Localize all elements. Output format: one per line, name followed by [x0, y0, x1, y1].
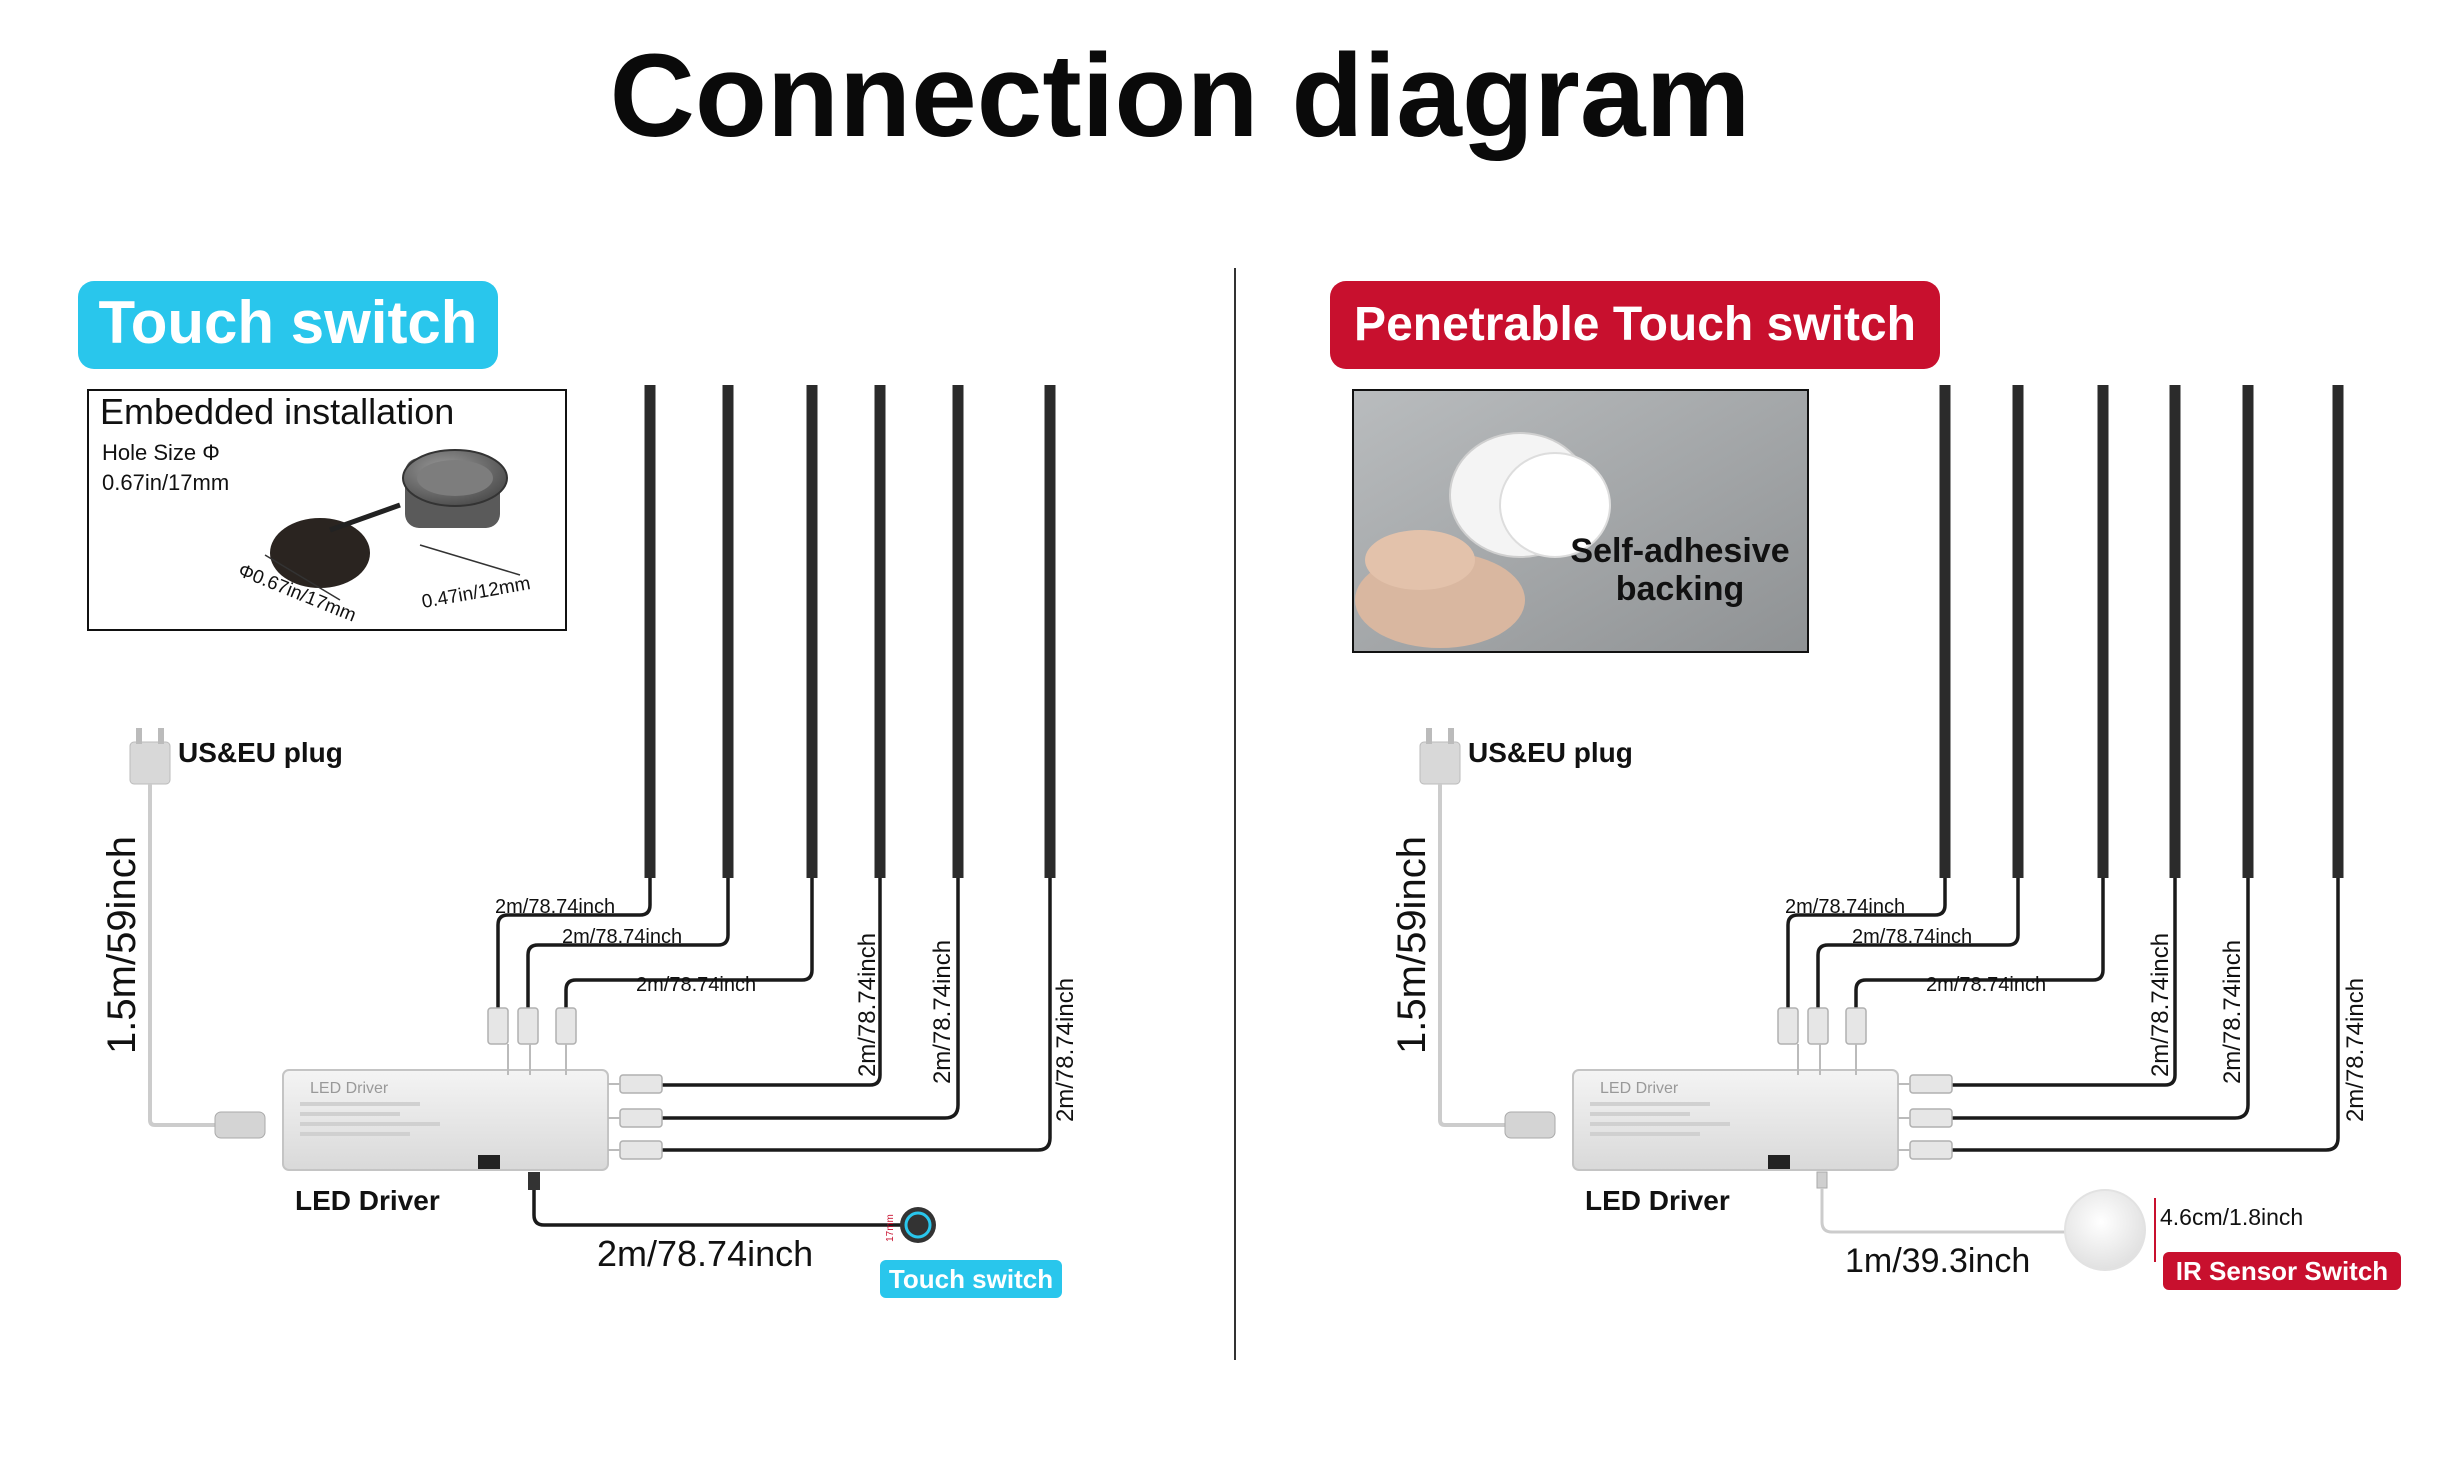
inset-title: Embedded installation	[100, 391, 454, 432]
left-switch-badge: Touch switch	[889, 1264, 1053, 1294]
plug-icon	[1419, 728, 1505, 1127]
power-connector	[214, 1111, 266, 1139]
right-power-cable-label: 1.5m/59inch	[1390, 836, 1434, 1054]
plug-icon	[129, 728, 215, 1127]
right-switch-cable-label: 1m/39.3inch	[1845, 1242, 2030, 1280]
photo-caption-line-2: backing	[1616, 570, 1744, 608]
right-cable-label-4: 2m/78.74inch	[2147, 933, 2174, 1077]
left-led-strips	[644, 385, 1056, 878]
right-led-strips	[1939, 385, 2344, 878]
left-cable-label-3: 2m/78.74inch	[636, 974, 756, 996]
right-sensor-size: 4.6cm/1.8inch	[2160, 1204, 2303, 1230]
left-power-cable-label: 1.5m/59inch	[100, 836, 144, 1054]
right-plug-label: US&EU plug	[1468, 737, 1633, 768]
right-driver-plate: LED Driver	[1600, 1080, 1679, 1097]
left-strip-cables	[496, 878, 1052, 1152]
left-cable-label-6: 2m/78.74inch	[1052, 978, 1079, 1122]
power-connector	[1504, 1111, 1556, 1139]
right-heading: Penetrable Touch switch	[1354, 298, 1916, 351]
left-plug-label: US&EU plug	[178, 737, 343, 768]
left-switch-size: 17mm	[885, 1214, 896, 1242]
left-driver-plate: LED Driver	[310, 1080, 389, 1097]
left-driver-label: LED Driver	[295, 1185, 440, 1216]
left-cable-label-1: 2m/78.74inch	[495, 896, 615, 918]
left-connectors	[487, 1007, 663, 1160]
ir-sensor-icon	[2064, 1189, 2146, 1271]
left-led-driver: LED Driver	[282, 1069, 609, 1171]
self-adhesive-photo: Self-adhesive backing	[1352, 389, 1809, 653]
right-switch-badge: IR Sensor Switch	[2176, 1256, 2388, 1286]
left-cable-label-5: 2m/78.74inch	[929, 940, 956, 1084]
touch-button-illustration	[402, 449, 508, 528]
right-led-driver: LED Driver	[1572, 1069, 1899, 1171]
hole-disc-illustration	[270, 518, 370, 588]
right-switch-cable	[1820, 1188, 2065, 1234]
right-switch-badge-bg	[2163, 1252, 2401, 1290]
inset-hole-label: Hole Size Φ	[102, 440, 220, 465]
left-switch-badge-bg	[880, 1260, 1062, 1298]
right-cable-label-2: 2m/78.74inch	[1852, 926, 1972, 948]
right-driver-label: LED Driver	[1585, 1185, 1730, 1216]
right-cable-label-5: 2m/78.74inch	[2219, 940, 2246, 1084]
right-cable-label-6: 2m/78.74inch	[2342, 978, 2369, 1122]
left-panel: Touch switch Embedded installation Hole …	[78, 281, 1079, 1298]
left-cable-label-4: 2m/78.74inch	[854, 933, 881, 1077]
embedded-installation-inset: Embedded installation Hole Size Φ 0.67in…	[87, 389, 567, 631]
right-connectors	[1777, 1007, 1953, 1160]
right-cable-label-1: 2m/78.74inch	[1785, 896, 1905, 918]
right-strip-cables	[1786, 878, 2340, 1152]
page-title: Connection diagram	[610, 30, 1751, 162]
right-heading-badge	[1330, 281, 1940, 369]
left-switch-cable	[532, 1190, 905, 1227]
left-cable-label-2: 2m/78.74inch	[562, 926, 682, 948]
right-panel: Penetrable Touch switch Self-adhesive ba…	[1330, 281, 2401, 1290]
left-heading-badge	[78, 281, 498, 369]
photo-caption-line-1: Self-adhesive	[1570, 532, 1789, 570]
left-switch-cable-label: 2m/78.74inch	[597, 1233, 813, 1274]
right-cable-label-3: 2m/78.74inch	[1926, 974, 2046, 996]
inset-hole-value: 0.67in/17mm	[102, 470, 229, 495]
left-heading: Touch switch	[99, 289, 478, 356]
touch-switch-icon	[900, 1207, 936, 1243]
